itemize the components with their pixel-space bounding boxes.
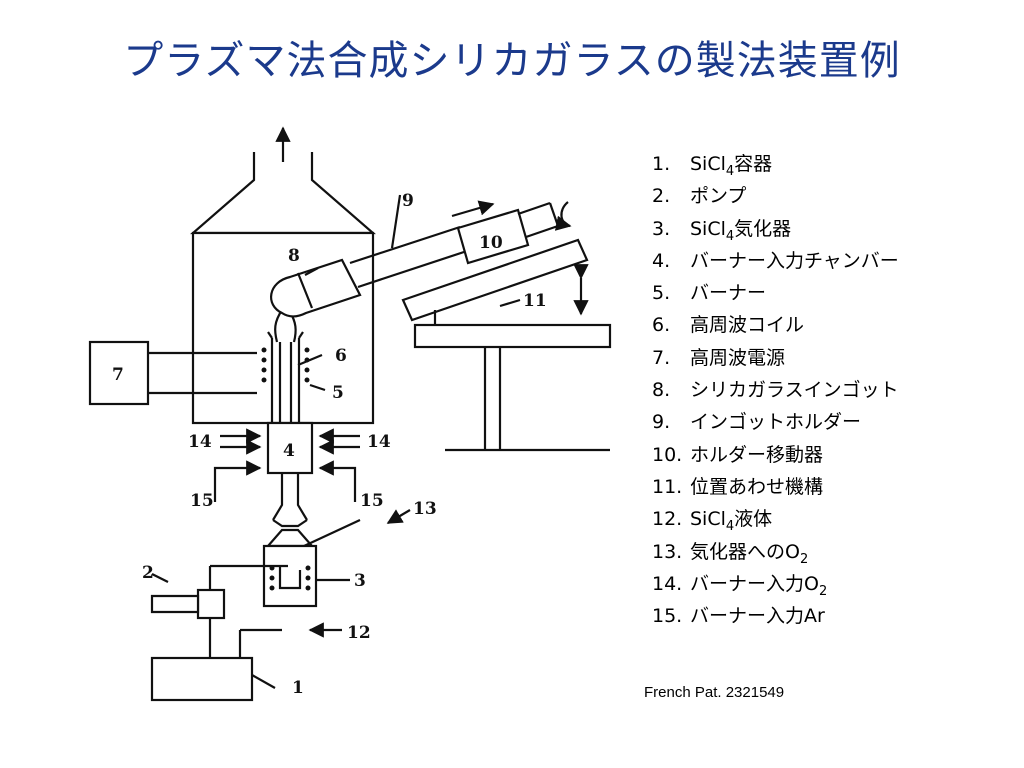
legend-item: 4. バーナー入力チャンバー	[652, 247, 899, 279]
positioning-table	[413, 323, 612, 349]
legend-number: 14.	[652, 572, 683, 595]
legend-text: 高周波電源	[690, 346, 786, 369]
legend-subscript: 4	[725, 228, 735, 244]
ingot-holder	[349, 225, 461, 265]
legend-item: 14. バーナー入力O2	[652, 570, 899, 602]
legend-item: 3. SiCl4気化器	[652, 215, 899, 247]
legend-subscript: 4	[725, 519, 735, 535]
legend-subscript: 4	[725, 163, 735, 179]
legend-text: シリカガラスインゴット	[690, 379, 899, 402]
label-12: 12	[347, 623, 371, 643]
legend-text: ホルダー移動器	[690, 443, 824, 466]
burner-input-chamber	[266, 421, 314, 475]
legend-text: 位置あわせ機構	[690, 475, 824, 498]
legend-number: 7.	[652, 346, 671, 369]
legend-text: バーナー入力O	[690, 572, 819, 595]
label-4: 4	[283, 441, 295, 461]
legend-text: インゴットホルダー	[690, 411, 862, 434]
motion-arrow	[451, 200, 495, 218]
legend-text: 高周波コイル	[690, 314, 805, 337]
legend-number: 2.	[652, 185, 671, 208]
label-7: 7	[112, 365, 124, 385]
legend-number: 4.	[652, 249, 671, 272]
label-14-left: 14	[188, 432, 212, 452]
o2-vaporizer-arrow	[386, 509, 411, 524]
legend-text: 気化器へのO	[690, 540, 800, 563]
label-1: 1	[292, 678, 304, 698]
hf-coil	[261, 347, 310, 383]
silica-ingot	[270, 258, 362, 318]
o2-inlet-arrows	[220, 428, 360, 455]
positioning-rail	[401, 238, 589, 322]
legend-number: 6.	[652, 314, 671, 337]
label-15-left: 15	[190, 491, 214, 511]
legend-text: バーナー入力チャンバー	[690, 249, 899, 272]
sicl4-container	[150, 656, 254, 702]
legend-number: 11.	[652, 475, 683, 498]
legend-number: 1.	[652, 153, 671, 175]
legend-number: 10.	[652, 443, 683, 466]
legend-number: 9.	[652, 411, 671, 434]
legend-text: ポンプ	[690, 185, 747, 208]
legend-item: 10. ホルダー移動器	[652, 441, 899, 473]
legend-item: 8. シリカガラスインゴット	[652, 376, 899, 408]
label-13: 13	[413, 499, 437, 519]
label-10: 10	[479, 233, 503, 253]
legend-item: 15. バーナー入力Ar	[652, 602, 899, 634]
legend-item: 12. SiCl4液体	[652, 505, 899, 537]
legend-item: 11. 位置あわせ機構	[652, 473, 899, 505]
rotation-arrow	[554, 201, 572, 231]
legend-number: 3.	[652, 217, 671, 240]
hf-power-supply	[88, 340, 150, 406]
burner	[267, 331, 304, 423]
legend-item: 1. SiCl4容器	[652, 150, 899, 182]
legend-item: 2. ポンプ	[652, 182, 899, 214]
label-5: 5	[332, 383, 344, 403]
ar-inlet-arrows	[213, 460, 357, 502]
patent-reference: French Pat. 2321549	[644, 684, 785, 701]
legend-item: 9. インゴットホルダー	[652, 408, 899, 440]
label-3: 3	[354, 571, 366, 591]
label-2: 2	[142, 563, 154, 583]
legend-number: 5.	[652, 282, 671, 305]
legend-item: 6. 高周波コイル	[652, 311, 899, 343]
label-15-right: 15	[360, 491, 384, 511]
label-11: 11	[523, 291, 547, 311]
legend-text-tail: 液体	[734, 508, 773, 531]
legend-text: SiCl	[690, 508, 726, 531]
legend-text: SiCl	[690, 153, 726, 175]
label-14-right: 14	[367, 432, 391, 452]
legend-item: 13. 気化器へのO2	[652, 538, 899, 570]
legend-subscript: 2	[818, 583, 828, 599]
legend-number: 8.	[652, 379, 671, 402]
label-8: 8	[288, 246, 300, 266]
pump	[196, 588, 226, 620]
legend-number: 15.	[652, 605, 683, 628]
plasma-chamber	[191, 231, 375, 425]
legend-text: SiCl	[690, 217, 726, 240]
legend-number: 12.	[652, 508, 683, 531]
legend-item: 7. 高周波電源	[652, 344, 899, 376]
holder-mover	[456, 208, 530, 265]
legend-text: バーナー	[690, 282, 767, 305]
apparatus-diagram: 1 2 3 4 5 6 7 8 9 10 11 12 13 14 14 15 1…	[88, 126, 612, 702]
label-6: 6	[335, 346, 347, 366]
legend-subscript: 2	[799, 551, 809, 567]
label-9: 9	[402, 191, 414, 211]
legend-text-tail: 気化器	[734, 217, 792, 240]
legend-text-tail: 容器	[734, 153, 773, 175]
chamber-hood	[190, 152, 376, 235]
legend-item: 5. バーナー	[652, 279, 899, 311]
vaporizer	[265, 528, 315, 548]
legend-text: バーナー入力Ar	[690, 605, 825, 628]
slide-title: プラズマ法合成シリカガラスの製法装置例	[123, 38, 901, 84]
legend-number: 13.	[652, 540, 683, 563]
